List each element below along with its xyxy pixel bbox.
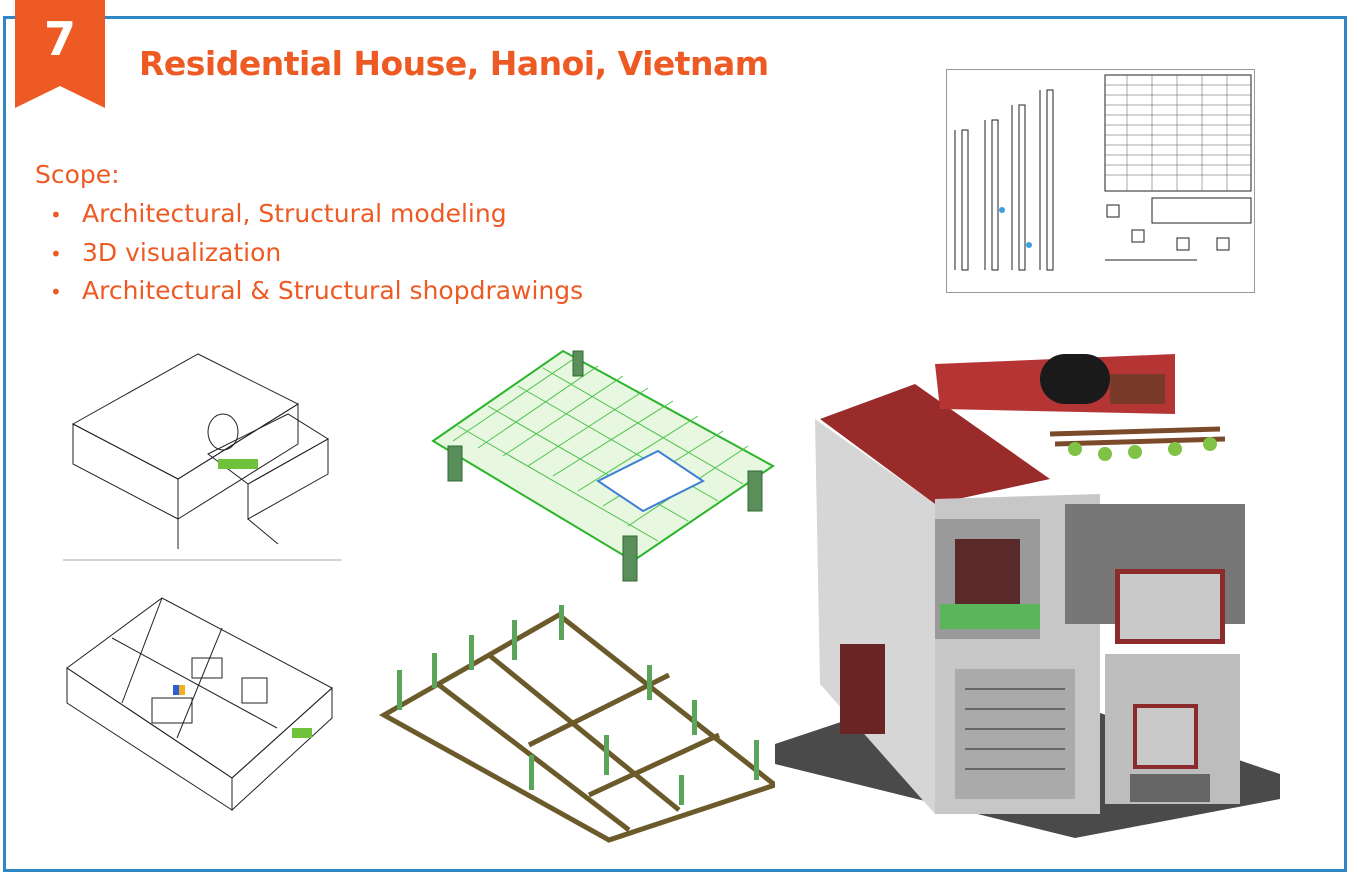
floor-plan-isometric-image bbox=[62, 578, 343, 812]
architectural-isometric-roof-image bbox=[58, 344, 342, 562]
scope-label: Scope: bbox=[35, 160, 120, 189]
page-title: Residential House, Hanoi, Vietnam bbox=[139, 44, 769, 83]
scope-item: •Architectural, Structural modeling bbox=[50, 198, 583, 237]
scope-item: •Architectural & Structural shopdrawings bbox=[50, 275, 583, 314]
bullet-icon: • bbox=[50, 203, 62, 227]
foundation-rebar-3d-model-image bbox=[379, 605, 775, 845]
slab-rebar-3d-model-image bbox=[418, 346, 778, 586]
slide-number-badge: 7 bbox=[15, 0, 105, 108]
slide-number: 7 bbox=[43, 12, 76, 66]
bullet-icon: • bbox=[50, 241, 62, 266]
bullet-icon: • bbox=[50, 280, 62, 304]
column-rebar-shopdrawing-image bbox=[946, 69, 1255, 293]
scope-list: •Architectural, Structural modeling •3D … bbox=[50, 198, 583, 314]
scope-item: •3D visualization bbox=[50, 237, 583, 276]
house-3d-visualization-image bbox=[775, 344, 1280, 838]
